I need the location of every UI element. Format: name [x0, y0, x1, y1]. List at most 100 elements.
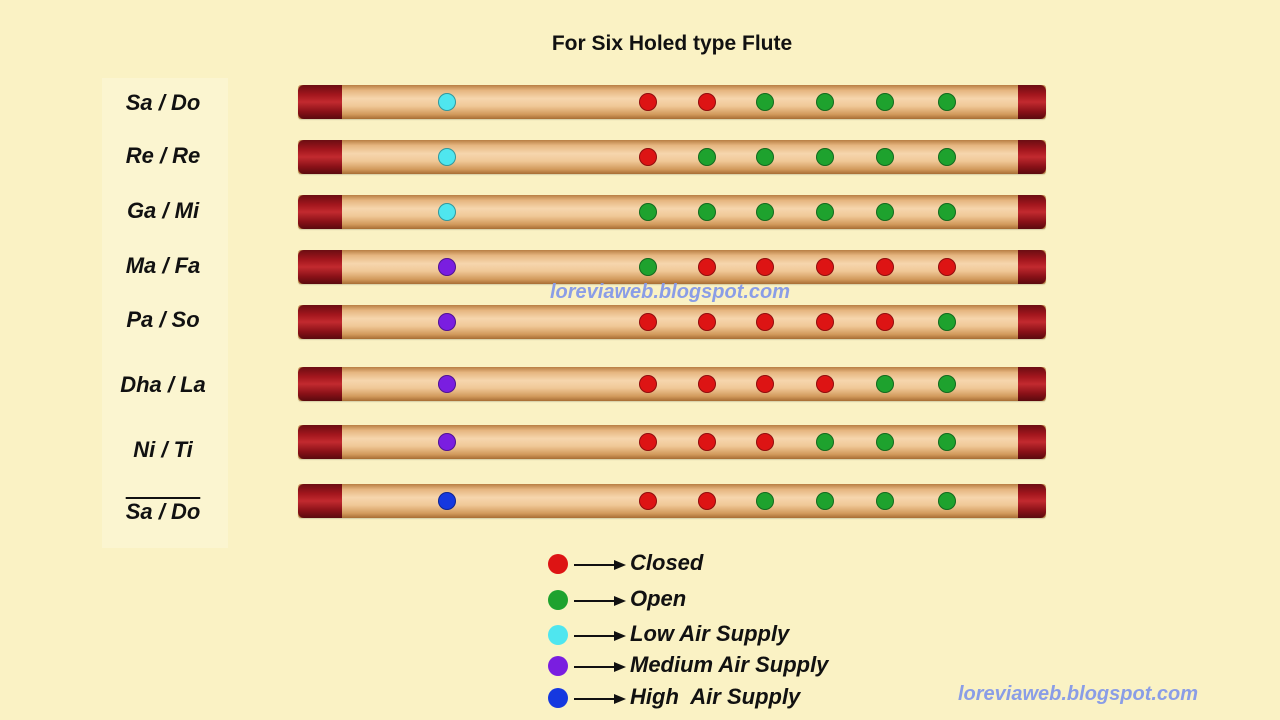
blow-hole [438, 313, 456, 331]
note-label: Ni / Ti [98, 437, 228, 463]
finger-hole-open [816, 492, 834, 510]
chart-title: For Six Holed type Flute [551, 32, 793, 55]
finger-hole-open [938, 148, 956, 166]
finger-hole-open [639, 203, 657, 221]
finger-hole-open [938, 93, 956, 111]
finger-hole-open [938, 492, 956, 510]
flute-cap-left [298, 305, 342, 339]
arrow-right-icon [574, 596, 626, 606]
finger-hole-open [938, 375, 956, 393]
legend-label: Closed [630, 550, 704, 575]
flute-cap-left [298, 425, 342, 459]
flute-cap-left [298, 140, 342, 174]
arrow-right-icon [574, 631, 626, 641]
finger-hole-closed [816, 313, 834, 331]
blow-hole [438, 258, 456, 276]
blow-hole [438, 93, 456, 111]
finger-hole-closed [816, 375, 834, 393]
flute-cap-right [1018, 425, 1046, 459]
finger-hole-closed [639, 148, 657, 166]
finger-hole-open [756, 203, 774, 221]
legend-item-high: High Air Supply [546, 684, 866, 710]
flute-cap-left [298, 367, 342, 401]
legend-swatch-icon [548, 688, 568, 708]
flute [298, 195, 1046, 229]
legend-label: Open [630, 586, 687, 611]
note-label-text: Ga / Mi [126, 198, 200, 223]
finger-hole-open [816, 93, 834, 111]
flute-cap-right [1018, 85, 1046, 119]
finger-hole-open [876, 148, 894, 166]
finger-hole-closed [756, 375, 774, 393]
flute-cap-right [1018, 367, 1046, 401]
flute-cap-left [298, 250, 342, 284]
finger-hole-closed [816, 258, 834, 276]
finger-hole-open [639, 258, 657, 276]
finger-hole-open [816, 203, 834, 221]
note-label-text: Sa / Do [125, 499, 201, 524]
finger-hole-open [938, 433, 956, 451]
note-label-text: Sa / Do [125, 90, 201, 115]
finger-hole-open [876, 492, 894, 510]
legend-label: Medium Air Supply [630, 652, 829, 677]
finger-hole-closed [876, 313, 894, 331]
flute-cap-right [1018, 250, 1046, 284]
finger-hole-closed [639, 433, 657, 451]
finger-hole-open [756, 148, 774, 166]
legend-item-open: Open [546, 586, 866, 612]
finger-hole-open [756, 93, 774, 111]
legend-item-medium: Medium Air Supply [546, 652, 866, 678]
finger-hole-open [876, 375, 894, 393]
note-label: Re / Re [98, 143, 228, 169]
finger-hole-closed [698, 492, 716, 510]
finger-hole-open [876, 93, 894, 111]
arrow-right-icon [574, 694, 626, 704]
flute-cap-left [298, 85, 342, 119]
legend-swatch-icon [548, 590, 568, 610]
finger-hole-open [938, 203, 956, 221]
finger-hole-closed [938, 258, 956, 276]
finger-hole-closed [698, 258, 716, 276]
note-label: Pa / So [98, 307, 228, 333]
legend-label: Low Air Supply [630, 621, 790, 646]
legend-label: High Air Supply [630, 684, 801, 709]
blow-hole [438, 203, 456, 221]
flute-cap-right [1018, 195, 1046, 229]
finger-hole-closed [756, 258, 774, 276]
flute [298, 140, 1046, 174]
finger-hole-closed [639, 492, 657, 510]
watermark-bottom: loreviaweb.blogspot.com [958, 683, 1199, 705]
legend-swatch-icon [548, 625, 568, 645]
flute-cap-left [298, 484, 342, 518]
note-label: Sa / Do [98, 499, 228, 525]
note-label-text: Pa / So [126, 307, 200, 332]
flute [298, 305, 1046, 339]
watermark-center: loreviaweb.blogspot.com [550, 281, 791, 303]
flute [298, 85, 1046, 119]
flute-cap-right [1018, 305, 1046, 339]
finger-hole-closed [698, 313, 716, 331]
flute [298, 367, 1046, 401]
finger-hole-closed [756, 313, 774, 331]
finger-hole-open [816, 148, 834, 166]
flute-cap-right [1018, 140, 1046, 174]
note-label: Ga / Mi [98, 198, 228, 224]
legend-item-low: Low Air Supply [546, 621, 866, 647]
note-label-text: Re / Re [125, 143, 201, 168]
finger-hole-closed [639, 313, 657, 331]
finger-hole-open [876, 203, 894, 221]
finger-hole-open [698, 203, 716, 221]
finger-hole-closed [876, 258, 894, 276]
finger-hole-closed [698, 93, 716, 111]
finger-hole-closed [756, 433, 774, 451]
finger-hole-open [756, 492, 774, 510]
blow-hole [438, 375, 456, 393]
flute [298, 250, 1046, 284]
note-label-text: Dha / La [120, 372, 206, 397]
finger-hole-open [876, 433, 894, 451]
finger-hole-closed [639, 93, 657, 111]
arrow-right-icon [574, 662, 626, 672]
blow-hole [438, 492, 456, 510]
flute [298, 484, 1046, 518]
legend-item-closed: Closed [546, 550, 866, 576]
